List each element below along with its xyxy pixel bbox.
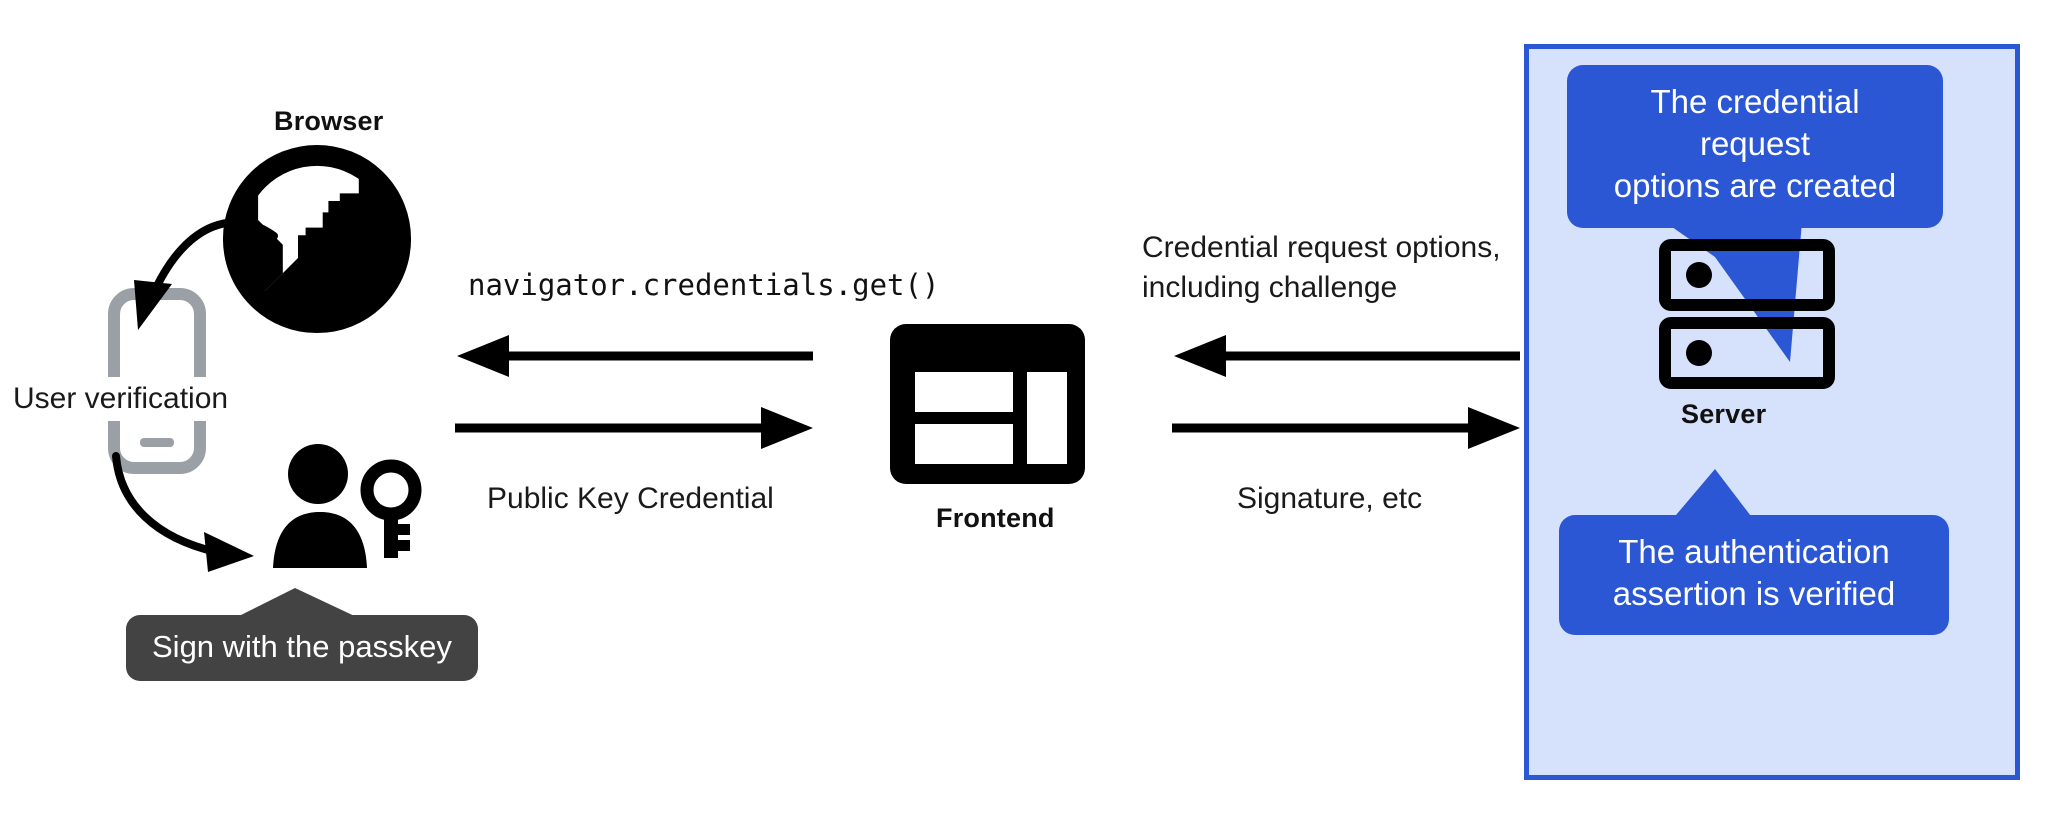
server-top-callout-line2: options are created (1613, 167, 1897, 205)
frontend-label: Frontend (936, 503, 1055, 533)
server-top-callout-tail (1615, 187, 1815, 367)
navigator-credentials-get-label: navigator.credentials.get() (468, 268, 940, 302)
arrow-browser-to-frontend (455, 407, 815, 449)
server-bottom-callout-line2: assertion is verified (1612, 575, 1896, 613)
server-bottom-callout-line1: The authentication (1618, 533, 1890, 570)
server-panel: The credential request options are creat… (1524, 44, 2020, 780)
dashboard-layout-icon (890, 324, 1085, 484)
signature-etc-label: Signature, etc (1237, 482, 1423, 515)
browser-label: Browser (274, 106, 384, 136)
person-with-key-icon (265, 440, 425, 570)
user-verification-label: User verification (10, 377, 232, 421)
server-top-callout: The credential request options are creat… (1567, 65, 1943, 228)
arrow-frontend-to-server (1172, 407, 1522, 449)
arrow-browser-to-phone (96, 178, 286, 348)
arrow-frontend-to-browser (455, 335, 815, 377)
server-racks-icon (1659, 239, 1835, 389)
public-key-credential-label: Public Key Credential (487, 482, 774, 515)
credential-request-options-label-line2: including challenge (1142, 271, 1398, 304)
arrow-phone-to-user (108, 452, 278, 582)
globe-icon (222, 144, 412, 334)
server-bottom-callout: The authentication assertion is verified (1559, 515, 1949, 636)
server-top-callout-line1: The credential request (1650, 83, 1860, 163)
server-label: Server (1681, 399, 1767, 429)
credential-request-options-label-line1: Credential request options, (1142, 231, 1501, 264)
sign-with-passkey-tooltip: Sign with the passkey (126, 615, 478, 681)
arrow-server-to-frontend (1172, 335, 1522, 377)
